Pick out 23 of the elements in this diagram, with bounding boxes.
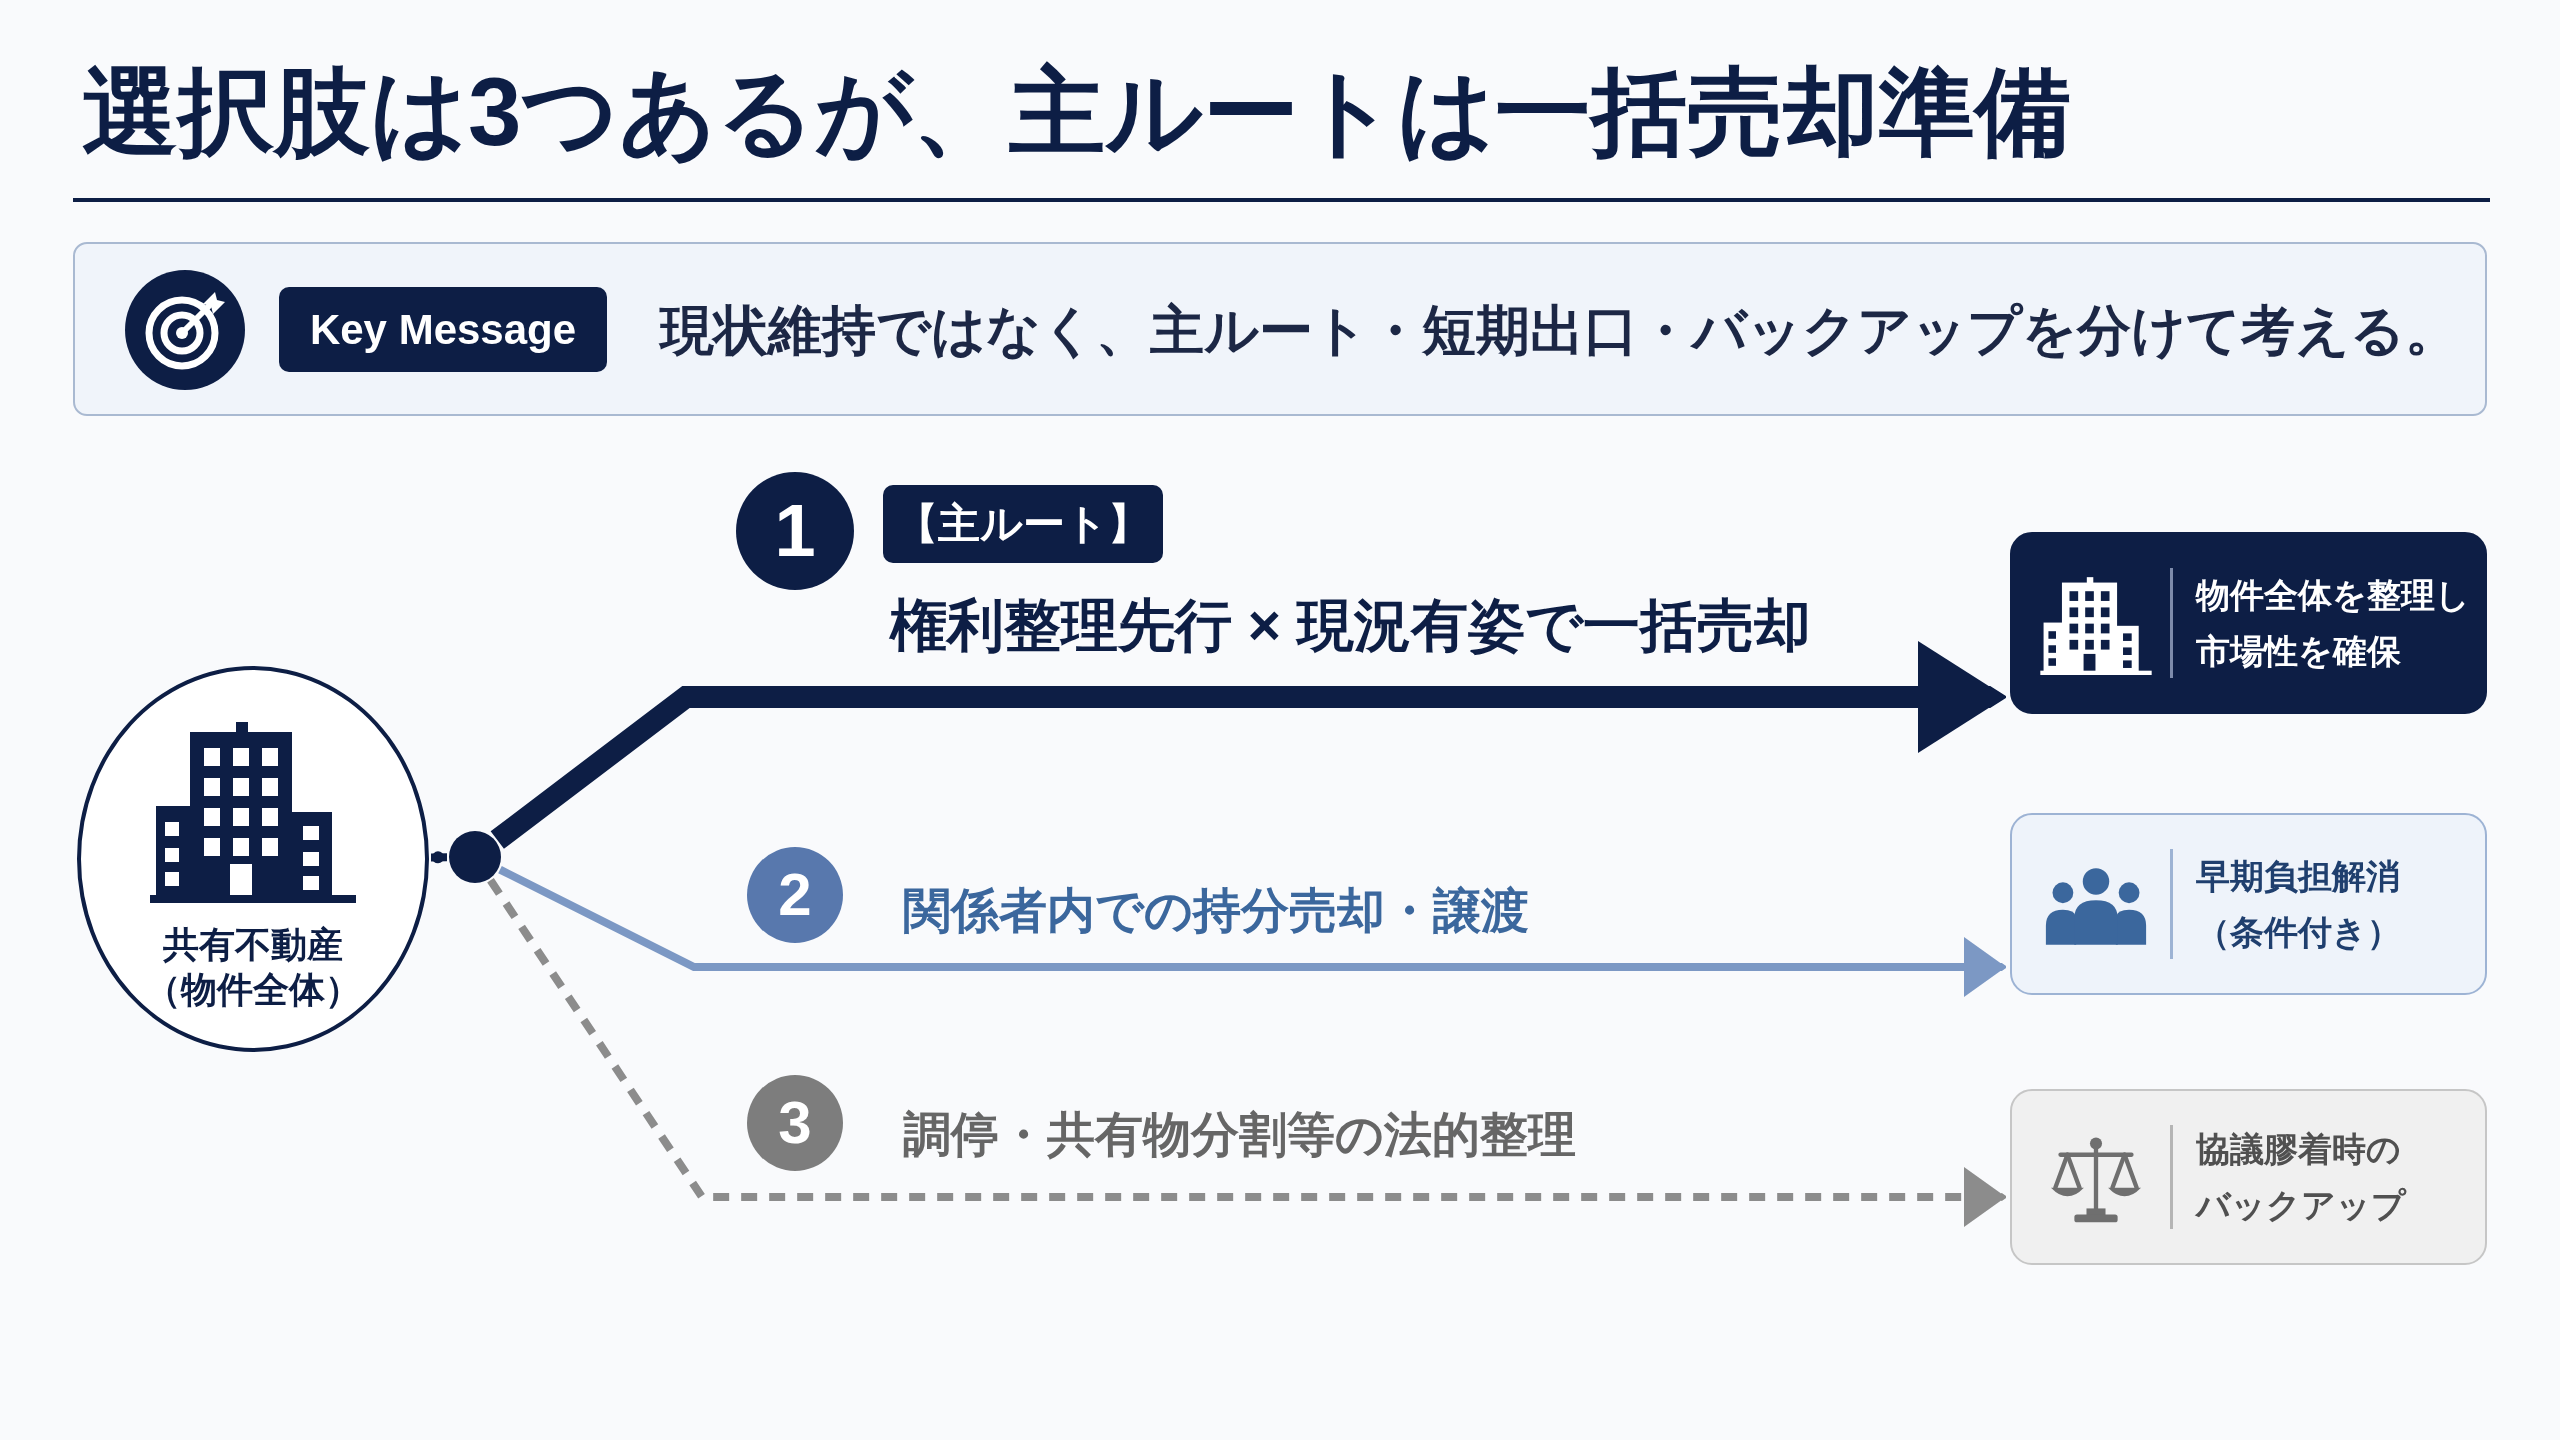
property-label: 共有不動産（物件全体） — [144, 923, 362, 1012]
outcome-text: 物件全体を整理し市場性を確保 — [2196, 575, 2471, 672]
outcome-box — [2010, 1089, 2487, 1265]
arrow — [498, 866, 2006, 997]
outcome-box — [2010, 532, 2487, 714]
connector-line — [430, 851, 448, 864]
route-tag: 【主ルート】 — [883, 485, 1163, 563]
step-number: 3 — [747, 1075, 843, 1171]
outcome-text: 協議膠着時のバックアップ — [2196, 1129, 2408, 1226]
step-number: 2 — [747, 847, 843, 943]
outcome-box — [2010, 813, 2487, 995]
arrow — [490, 641, 2006, 849]
message-banner — [73, 242, 2487, 416]
arrow — [487, 878, 2006, 1227]
edge-label: 関係者内での持分売却・譲渡 — [903, 883, 1529, 939]
outcome-text: 早期負担解消（条件付き） — [2196, 856, 2402, 953]
edge-label: 調停・共有物分割等の法的整理 — [903, 1107, 1576, 1163]
step-number: 1 — [736, 472, 854, 590]
edge-label: 権利整理先行 × 現況有姿で一括売却 — [890, 592, 1811, 659]
key-message-label: Key Message — [279, 287, 607, 372]
message-text: 現状維持ではなく、主ルート・短期出口・バックアップを分けて考える。 — [660, 299, 2459, 362]
junction-dot — [449, 831, 501, 883]
title: 選択肢は3つあるが、主ルートは一括売却準備 — [82, 57, 2072, 167]
